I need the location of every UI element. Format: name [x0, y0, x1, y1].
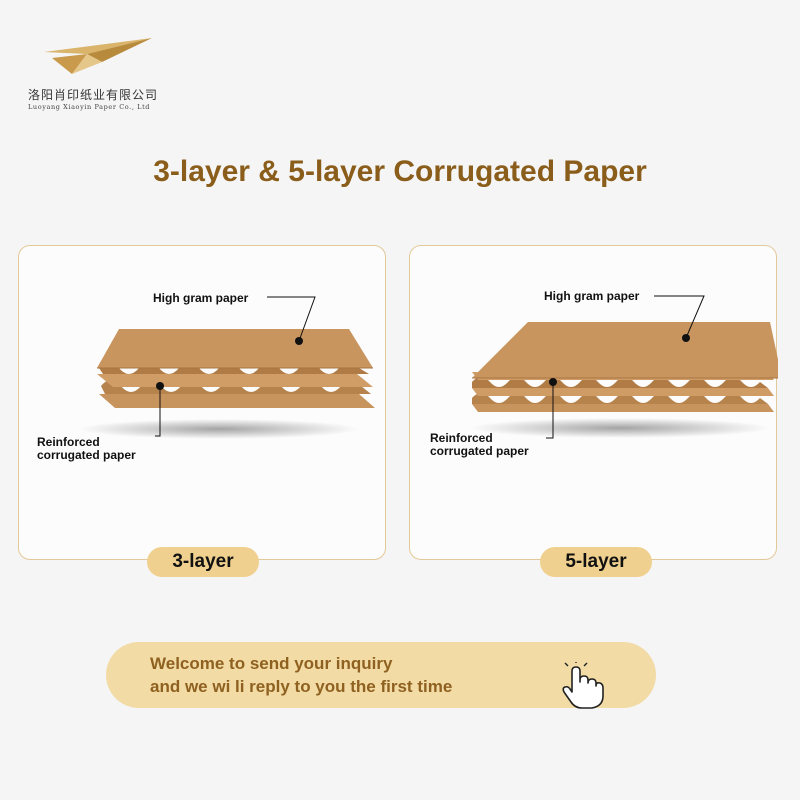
- corrugated-3-layer-illustration: [79, 296, 375, 439]
- inquiry-banner[interactable]: Welcome to send your inquiry and we wi l…: [106, 642, 656, 709]
- high-gram-paper-label: High gram paper: [544, 289, 640, 303]
- panel-3-layer: High gram paper Reinforced corrugated pa…: [18, 245, 386, 560]
- paper-plane-logo-icon: [44, 38, 152, 74]
- reinforced-label-line2: corrugated paper: [37, 448, 136, 462]
- tag-3-layer: 3-layer: [147, 547, 259, 577]
- high-gram-paper-label: High gram paper: [153, 291, 249, 305]
- tag-5-layer: 5-layer: [540, 547, 652, 577]
- inquiry-line-1: Welcome to send your inquiry: [150, 654, 393, 673]
- reinforced-label-line1: Reinforced: [430, 431, 493, 445]
- corrugated-5-layer-illustration: [470, 295, 778, 439]
- reinforced-label-line2: corrugated paper: [430, 444, 529, 458]
- reinforced-label-line1: Reinforced: [37, 435, 100, 449]
- company-logo: 洛阳肖印纸业有限公司 Luoyang Xiaoyin Paper Co., Lt…: [20, 32, 170, 112]
- company-name-en: Luoyang Xiaoyin Paper Co., Ltd: [28, 103, 151, 111]
- panel-5-layer: High gram paper Reinforced corrugated pa…: [409, 245, 778, 560]
- page-title: 3-layer & 5-layer Corrugated Paper: [153, 155, 647, 188]
- hand-pointer-icon: [562, 662, 604, 709]
- inquiry-line-2: and we wi li reply to you the first time: [150, 677, 453, 696]
- company-name-cn: 洛阳肖印纸业有限公司: [28, 88, 159, 102]
